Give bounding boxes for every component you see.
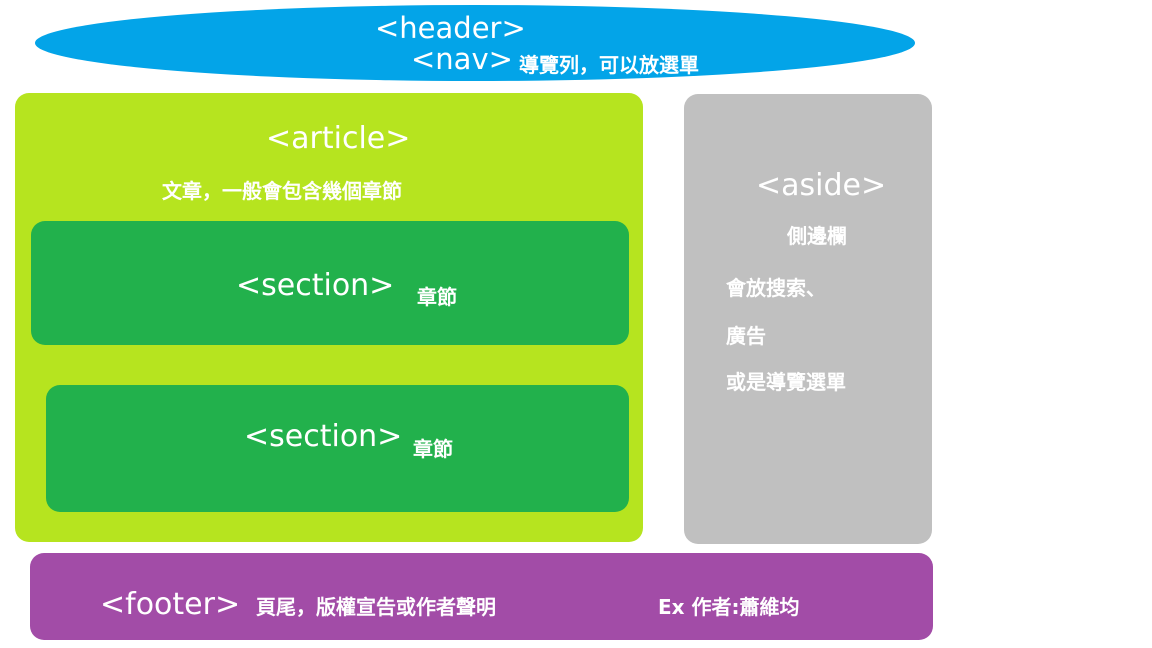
section-description-1: 章節 bbox=[417, 285, 457, 309]
footer-tag: <footer> bbox=[100, 587, 241, 622]
nav-description: 導覽列，可以放選單 bbox=[519, 53, 699, 77]
header-block: <header> <nav> 導覽列，可以放選單 bbox=[35, 5, 915, 81]
nav-tag: <nav> bbox=[411, 42, 513, 76]
section-block-2: <section> 章節 bbox=[46, 385, 629, 512]
aside-tag: <aside> bbox=[756, 168, 887, 203]
footer-example: Ex 作者:蕭維均 bbox=[658, 595, 800, 619]
aside-line-1: 會放搜索、 bbox=[726, 276, 826, 300]
aside-line-2: 廣告 bbox=[726, 324, 766, 348]
section-tag-1: <section> bbox=[236, 268, 395, 303]
aside-block: <aside> 側邊欄 會放搜索、 廣告 或是導覽選單 bbox=[684, 94, 932, 544]
section-block-1: <section> 章節 bbox=[31, 221, 629, 345]
section-tag-2: <section> bbox=[244, 419, 403, 454]
aside-title: 側邊欄 bbox=[787, 224, 847, 248]
footer-description: 頁尾，版權宣告或作者聲明 bbox=[256, 595, 496, 619]
article-tag: <article> bbox=[266, 121, 411, 156]
header-tag: <header> bbox=[375, 11, 526, 45]
footer-block: <footer> 頁尾，版權宣告或作者聲明 Ex 作者:蕭維均 bbox=[30, 553, 933, 640]
section-description-2: 章節 bbox=[413, 437, 453, 461]
article-description: 文章，一般會包含幾個章節 bbox=[162, 179, 402, 203]
aside-line-3: 或是導覽選單 bbox=[726, 370, 846, 394]
